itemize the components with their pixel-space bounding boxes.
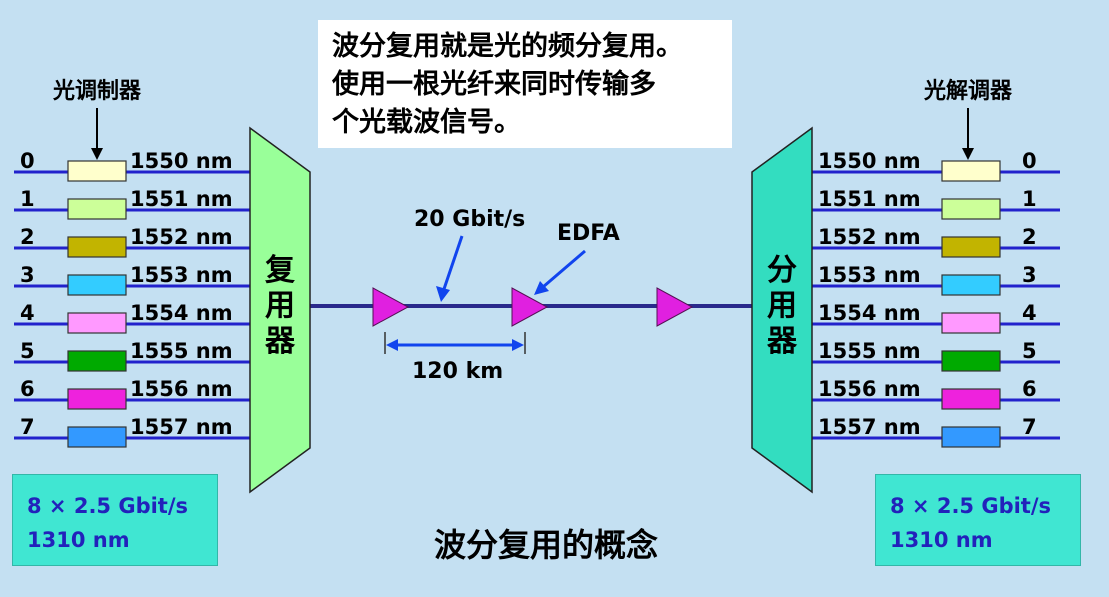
multiplexer-label: 复用器 (264, 253, 296, 359)
right-channel-id: 0 (1022, 149, 1037, 173)
left-channel-wavelength: 1557 nm (130, 415, 233, 439)
left-modulator-box (67, 236, 127, 258)
left-channel-group: 0 1550 nm 1 1551 nm 2 1552 nm 3 1553 nm 4 1554 nm… (14, 149, 250, 448)
right-channel-wavelength: 1557 nm (818, 415, 921, 439)
left-modulator-box (67, 274, 127, 296)
left-channel-wavelength: 1551 nm (130, 187, 233, 211)
right-demodulator-box (941, 312, 1001, 334)
right-channel-id: 3 (1022, 263, 1037, 287)
left-channel-id: 3 (20, 263, 35, 287)
left-channel-id: 0 (20, 149, 35, 173)
bitrate-pointer-head (436, 286, 450, 302)
right-channel-group: 1550 nm 0 1551 nm 1 1552 nm 2 1553 nm 3 1554 nm 4… (812, 149, 1060, 448)
left-channel-wavelength: 1555 nm (130, 339, 233, 363)
left-channel-wavelength: 1550 nm (130, 149, 233, 173)
right-channel-wavelength: 1552 nm (818, 225, 921, 249)
amplifier-3 (656, 287, 694, 327)
right-channel-wavelength: 1554 nm (818, 301, 921, 325)
right-channel-wavelength: 1550 nm (818, 149, 921, 173)
right-channel-id: 6 (1022, 377, 1037, 401)
left-channel-wavelength: 1556 nm (130, 377, 233, 401)
info-right-wavelength: 1310 nm (890, 528, 993, 552)
left-channel-wavelength: 1552 nm (130, 225, 233, 249)
left-modulator-box (67, 350, 127, 372)
right-demodulator-box (941, 236, 1001, 258)
modulator-arrow-head (91, 148, 103, 160)
description-box: 波分复用就是光的频分复用。 使用一根光纤来同时传输多 个光载波信号。 (318, 20, 732, 148)
info-left-rate: 8 × 2.5 Gbit/s (27, 494, 189, 518)
right-channel-wavelength: 1551 nm (818, 187, 921, 211)
modulator-label: 光调制器 (52, 79, 142, 104)
left-channel-id: 2 (20, 225, 35, 249)
info-right-rate: 8 × 2.5 Gbit/s (890, 494, 1052, 518)
span-arrow-right (512, 339, 524, 351)
left-channel-id: 1 (20, 187, 35, 211)
left-channel-wavelength: 1553 nm (130, 263, 233, 287)
amplifier-1 (372, 287, 410, 327)
right-channel-wavelength: 1555 nm (818, 339, 921, 363)
description-line-3: 个光载波信号。 (332, 107, 521, 138)
left-channel-id: 4 (20, 301, 35, 325)
bitrate-label: 20 Gbit/s (414, 207, 525, 232)
right-demodulator-box (941, 388, 1001, 410)
right-demodulator-box (941, 274, 1001, 296)
bitrate-pointer (441, 235, 464, 293)
info-box-left: 8 × 2.5 Gbit/s 1310 nm (12, 474, 218, 566)
right-demodulator-box (941, 198, 1001, 220)
left-modulator-box (67, 426, 127, 448)
info-box-right: 8 × 2.5 Gbit/s 1310 nm (875, 474, 1081, 566)
right-demodulator-box (941, 350, 1001, 372)
left-channel-wavelength: 1554 nm (130, 301, 233, 325)
left-channel-id: 7 (20, 415, 35, 439)
info-left-wavelength: 1310 nm (27, 528, 130, 552)
right-channel-id: 4 (1022, 301, 1037, 325)
span-arrow-left (386, 339, 398, 351)
span-label: 120 km (412, 359, 503, 384)
right-channel-id: 1 (1022, 187, 1037, 211)
left-modulator-box (67, 198, 127, 220)
right-channel-id: 5 (1022, 339, 1037, 363)
diagram-caption: 波分复用的概念 (434, 526, 658, 564)
right-channel-wavelength: 1553 nm (818, 263, 921, 287)
edfa-pointer (542, 249, 586, 289)
left-channel-id: 6 (20, 377, 35, 401)
right-demodulator-box (941, 160, 1001, 182)
right-channel-id: 2 (1022, 225, 1037, 249)
description-line-1: 波分复用就是光的频分复用。 (332, 31, 683, 62)
demodulator-label: 光解调器 (923, 78, 1013, 104)
right-channel-id: 7 (1022, 415, 1037, 439)
left-modulator-box (67, 160, 127, 182)
demultiplexer-label: 分用器 (766, 253, 798, 359)
left-modulator-box (67, 388, 127, 410)
edfa-label: EDFA (557, 221, 620, 246)
demodulator-arrow-head (962, 148, 974, 160)
left-modulator-box (67, 312, 127, 334)
description-line-2: 使用一根光纤来同时传输多 (332, 69, 656, 100)
amplifier-2 (511, 287, 549, 327)
left-channel-id: 5 (20, 339, 35, 363)
edfa-pointer-head (534, 281, 549, 295)
right-channel-wavelength: 1556 nm (818, 377, 921, 401)
right-demodulator-box (941, 426, 1001, 448)
multiplexer-shape (249, 126, 311, 494)
demultiplexer-shape (751, 126, 813, 494)
